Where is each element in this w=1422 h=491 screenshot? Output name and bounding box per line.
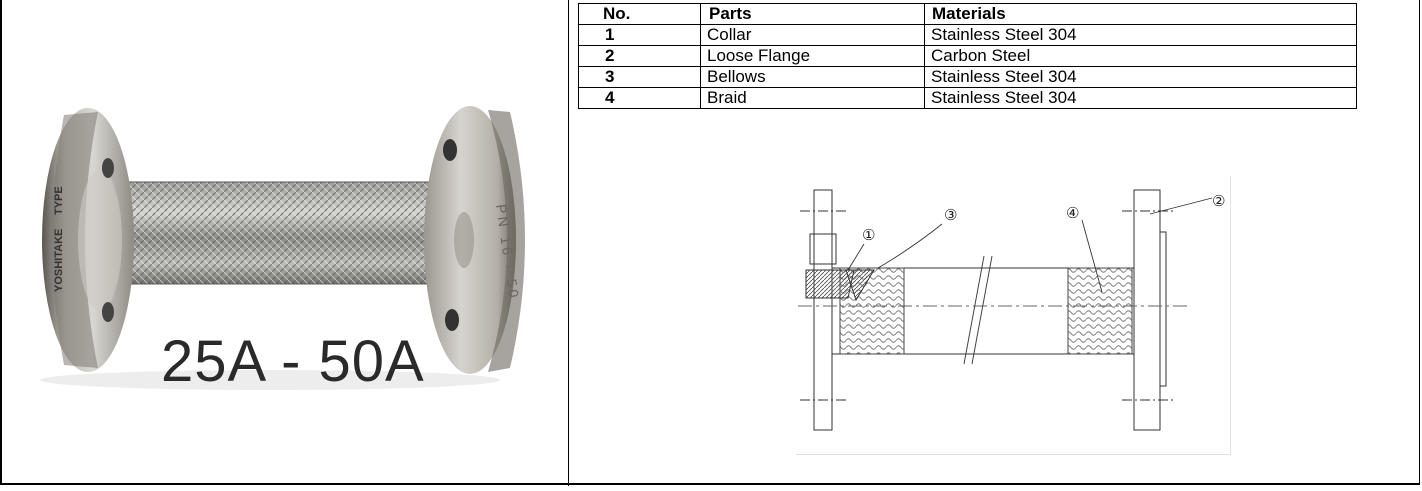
- row-material: Carbon Steel: [924, 45, 1357, 67]
- row-part: Loose Flange: [700, 45, 925, 67]
- size-range-label: 25A - 50A: [161, 329, 425, 394]
- flexible-hose-image: YOSHITAKE TYPE PN 16 · 50: [40, 106, 525, 390]
- table-row: 4 Braid Stainless Steel 304: [578, 87, 1357, 109]
- row-material: Stainless Steel 304: [924, 87, 1357, 109]
- row-material: Stainless Steel 304: [924, 66, 1357, 88]
- table-row: 2 Loose Flange Carbon Steel: [578, 45, 1357, 67]
- header-no: No.: [578, 3, 701, 25]
- table-header-row: No. Parts Materials: [578, 3, 1357, 25]
- header-parts: Parts: [700, 3, 925, 25]
- callout-4: ④: [1066, 204, 1079, 222]
- table-row: 3 Bellows Stainless Steel 304: [578, 66, 1357, 88]
- flange-marking: YOSHITAKE: [53, 229, 65, 292]
- row-material: Stainless Steel 304: [924, 24, 1357, 46]
- row-number: 2: [578, 45, 701, 67]
- flange-tag: TYPE: [53, 186, 65, 215]
- row-number: 3: [578, 66, 701, 88]
- header-materials: Materials: [924, 3, 1357, 25]
- hose-assembly-drawing: ① ② ③ ④: [798, 189, 1225, 431]
- row-part: Bellows: [700, 66, 925, 88]
- column-divider: [568, 0, 569, 486]
- technical-drawing: ① ② ③ ④: [796, 176, 1231, 455]
- table-row: 1 Collar Stainless Steel 304: [578, 24, 1357, 46]
- row-number: 1: [578, 24, 701, 46]
- callout-2: ②: [1212, 192, 1225, 210]
- parts-table: No. Parts Materials 1 Collar Stainless S…: [578, 3, 1357, 109]
- callout-1: ①: [862, 226, 875, 244]
- row-part: Collar: [700, 24, 925, 46]
- row-number: 4: [578, 87, 701, 109]
- product-photo: YOSHITAKE TYPE PN 16 · 50 25A - 50A: [0, 0, 568, 486]
- callout-3: ③: [944, 206, 957, 224]
- row-part: Braid: [700, 87, 925, 109]
